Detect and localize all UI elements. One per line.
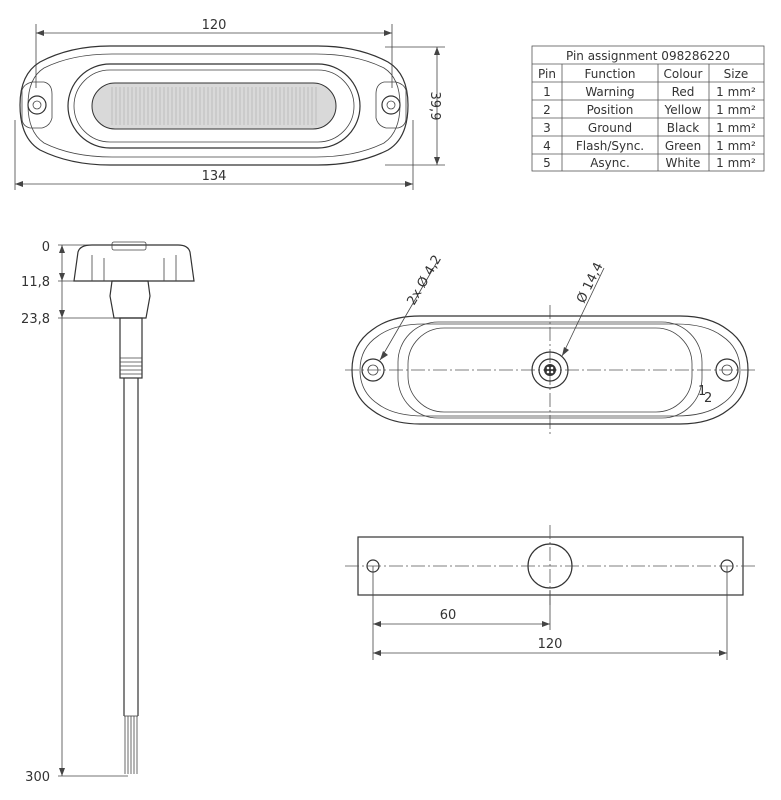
dim-height-label: 39,9: [427, 92, 442, 121]
table-cell: 1 mm²: [716, 85, 756, 99]
mount-hole-right: [381, 95, 401, 115]
table-cell: 1 mm²: [716, 121, 756, 135]
side-view: 0 11,8 23,8 300: [21, 240, 195, 785]
table-cell: 1: [543, 85, 551, 99]
table-header-cell: Pin: [538, 67, 556, 81]
table-cell: Async.: [590, 156, 630, 170]
connector-label: Ø 14,4: [574, 260, 606, 306]
table-header-cell: Function: [584, 67, 635, 81]
table-cell: Ground: [588, 121, 632, 135]
table-cell: 1 mm²: [716, 103, 756, 117]
rear-view: 2x Ø 4,2 Ø 14,4 1 2: [345, 253, 755, 435]
dim-width-label: 120: [202, 18, 227, 33]
table-cell: Warning: [585, 85, 634, 99]
table-cell: 5: [543, 156, 551, 170]
table-header-cell: Colour: [664, 67, 703, 81]
table-cell: Black: [667, 121, 700, 135]
side-mark-1: 11,8: [21, 275, 50, 290]
side-mark-3: 300: [25, 770, 50, 785]
drill-template: 60 120: [345, 525, 755, 660]
lens-ribs: [111, 87, 317, 125]
pin-label: 1: [698, 384, 706, 399]
template-dim-full: 120: [538, 637, 563, 652]
rear-hole-right: [715, 358, 739, 382]
table-cell: 1 mm²: [716, 156, 756, 170]
lens: [91, 82, 337, 130]
side-mark-0: 0: [42, 240, 50, 255]
dim-length-label: 134: [202, 169, 227, 184]
rear-hole-left: [361, 358, 385, 382]
table-cell: Red: [672, 85, 695, 99]
table-cell: 3: [543, 121, 551, 135]
top-view: 120 134 39,9: [14, 18, 445, 190]
table-cell: Position: [587, 103, 634, 117]
table-cell: Flash/Sync.: [576, 139, 644, 153]
mount-hole-left: [27, 95, 47, 115]
hole-label: 2x Ø 4,2: [404, 253, 445, 308]
side-mark-2: 23,8: [21, 312, 50, 327]
table-cell: 4: [543, 139, 551, 153]
pin-label-2: 2: [704, 391, 712, 406]
table-title: Pin assignment 098286220: [566, 49, 730, 63]
template-center-hole: [527, 543, 573, 589]
table-header-cell: Size: [724, 67, 749, 81]
pin-assignment-table: Pin assignment 098286220 Pin Function Colo…: [531, 45, 765, 172]
template-dim-half: 60: [440, 608, 457, 623]
table-cell: 2: [543, 103, 551, 117]
table-cell: 1 mm²: [716, 139, 756, 153]
rear-connector: [531, 351, 569, 389]
table-cell: Green: [665, 139, 701, 153]
table-cell: Yellow: [664, 103, 702, 117]
table-cell: White: [666, 156, 701, 170]
